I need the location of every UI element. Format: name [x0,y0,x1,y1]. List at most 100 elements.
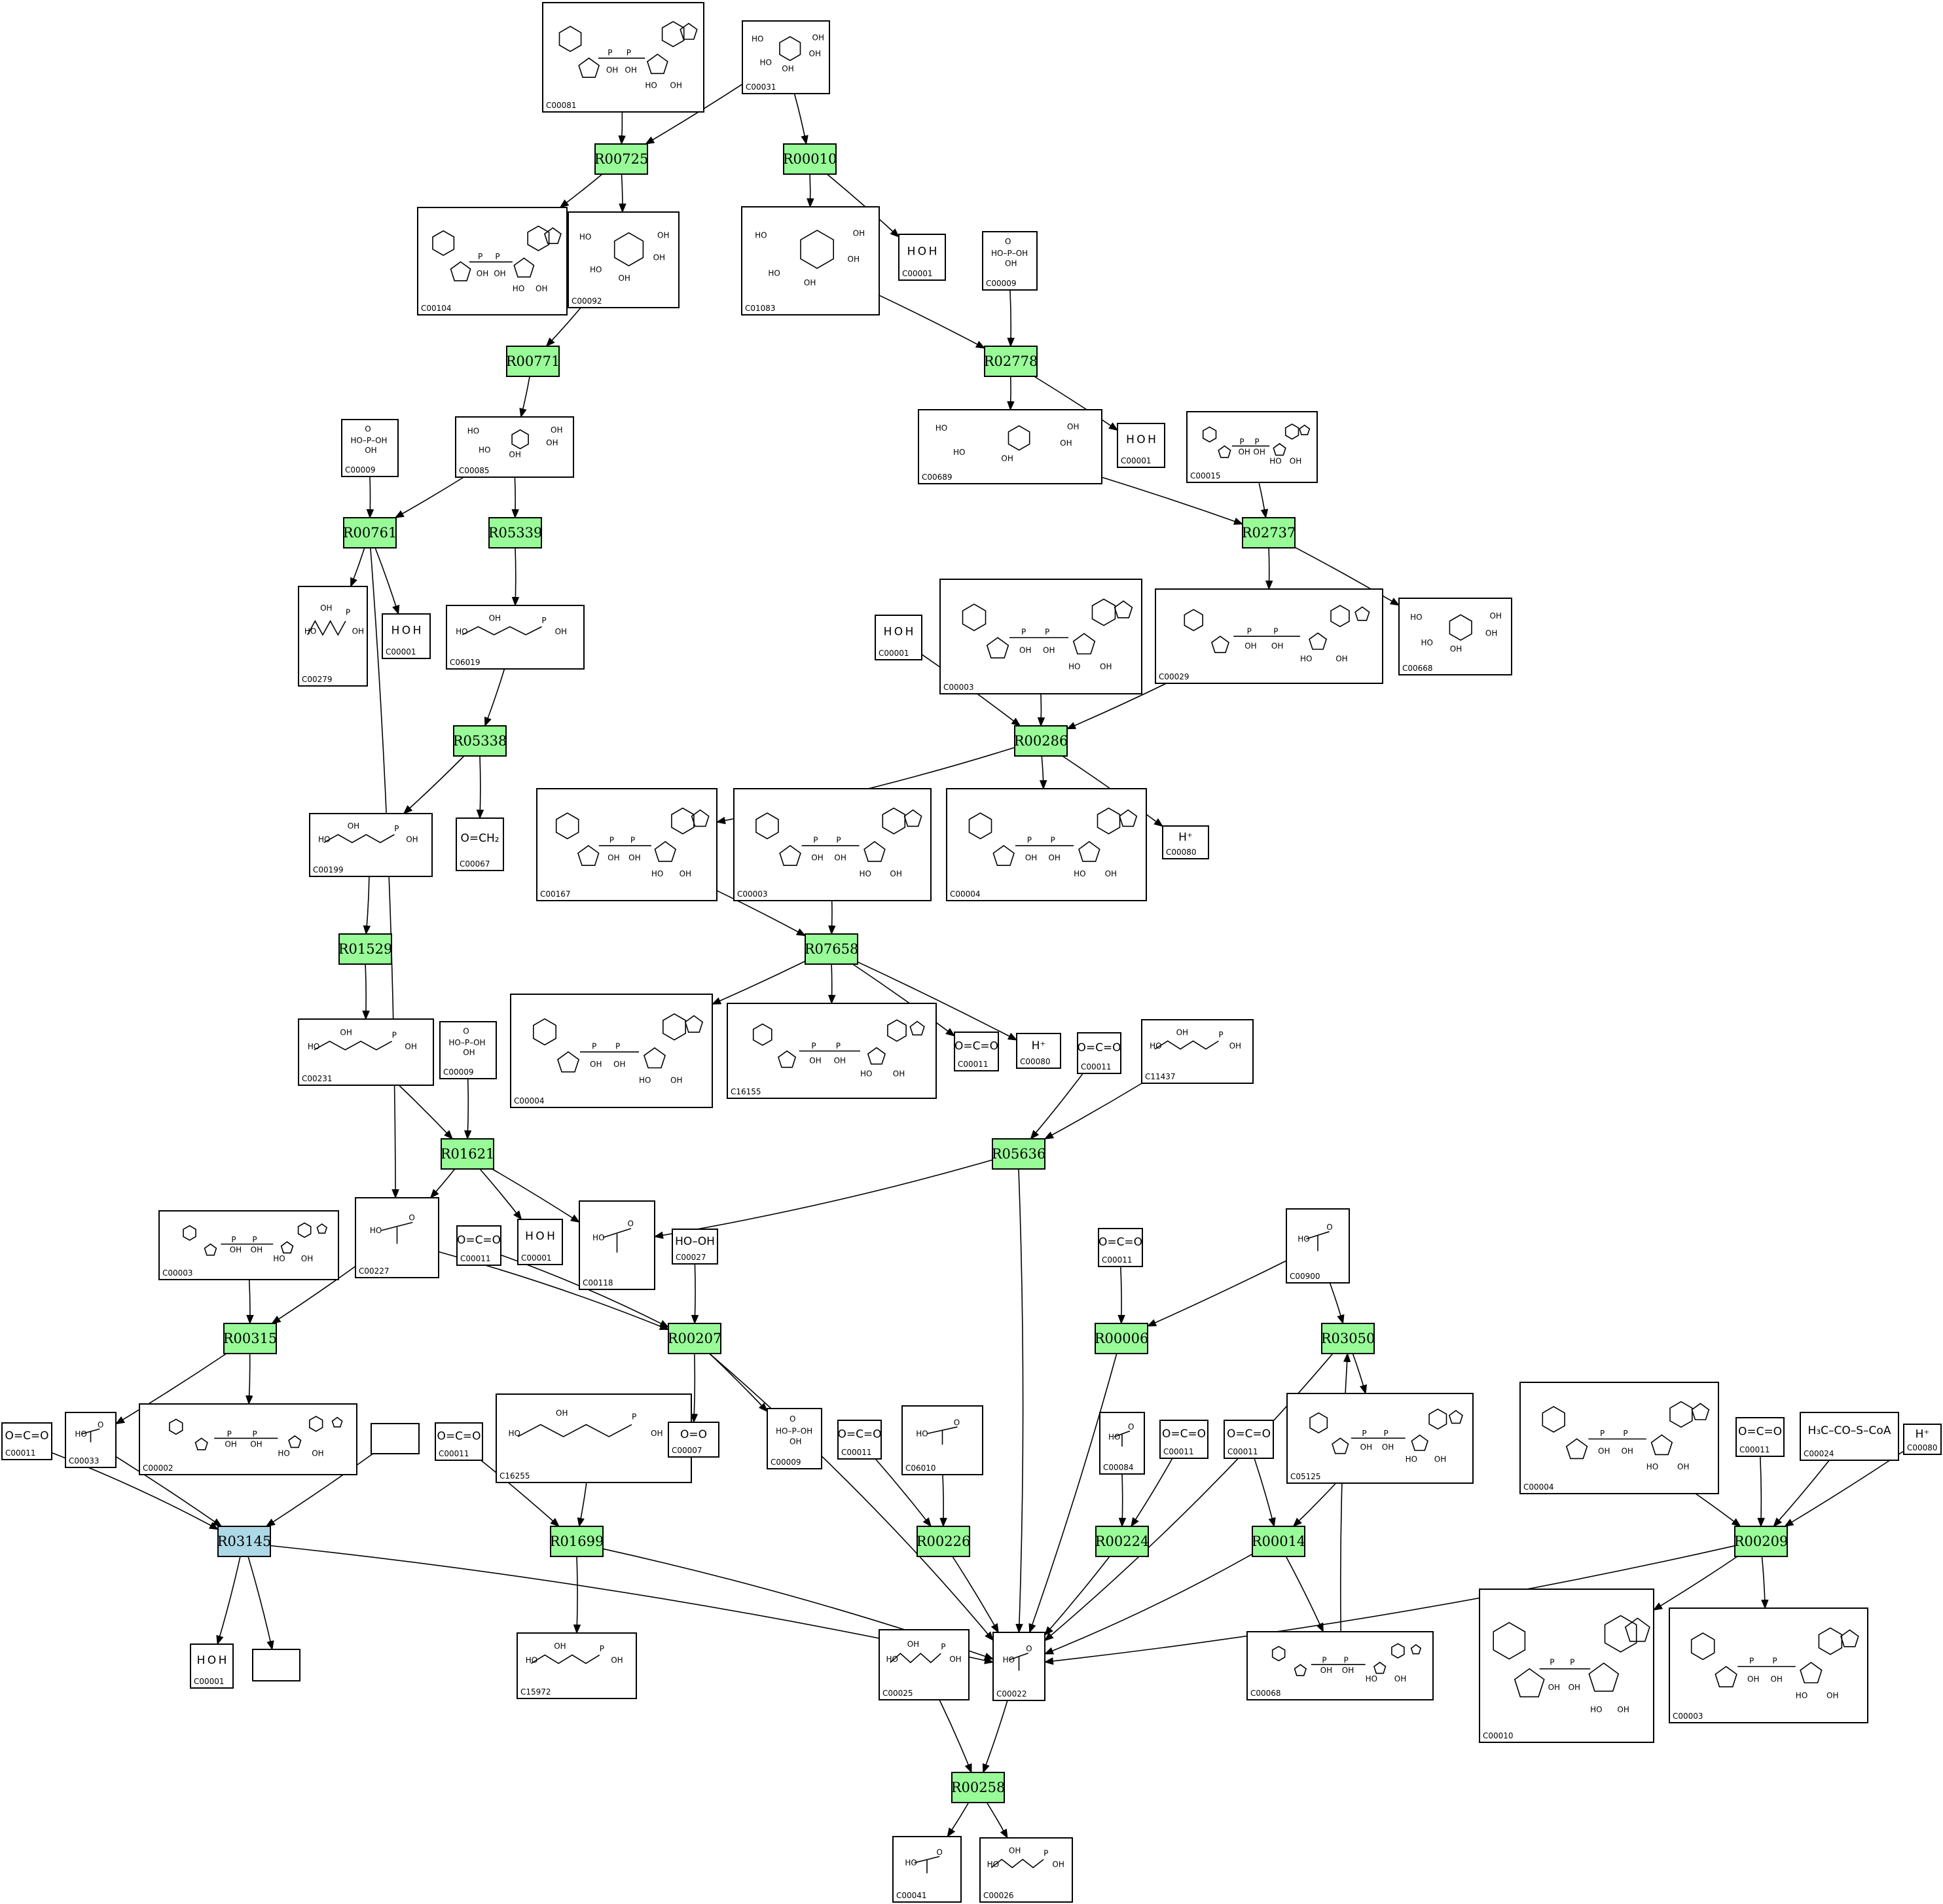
reaction-node[interactable]: R00771 [506,346,560,377]
compound-node[interactable]: H⁺C00080 [1016,1033,1061,1069]
reaction-node[interactable]: R05636 [992,1138,1046,1170]
reaction-node[interactable]: R00209 [1734,1526,1789,1557]
svg-text:OH: OH [477,269,488,278]
compound-node[interactable] [371,1423,420,1454]
reaction-node[interactable]: R02778 [984,346,1038,377]
reaction-node[interactable]: R00006 [1095,1323,1149,1354]
reaction-node[interactable]: R03050 [1321,1323,1375,1354]
compound-box [837,1420,882,1460]
reaction-node[interactable]: R00207 [668,1323,722,1354]
reaction-node[interactable]: R00258 [951,1772,1006,1803]
reaction-node[interactable]: R00224 [1095,1526,1150,1557]
reaction-node[interactable]: R00315 [223,1323,278,1354]
compound-node[interactable]: H⁺C00080 [1162,825,1209,859]
reaction-edge [363,876,371,935]
reaction-node[interactable]: R05339 [488,517,543,548]
reaction-node[interactable]: R02737 [1242,517,1296,548]
reaction-node[interactable]: R01529 [338,933,393,965]
reaction-node[interactable]: R03145 [217,1526,272,1557]
compound-node[interactable] [252,1649,300,1681]
svg-text:HO: HO [645,81,657,90]
reaction-node[interactable]: R05338 [453,725,507,757]
compound-node[interactable]: H⁺C00080 [1903,1424,1942,1455]
reaction-node[interactable]: R00010 [783,143,837,175]
reaction-node[interactable]: R01621 [441,1138,495,1170]
svg-text:HO: HO [639,1076,651,1085]
reaction-node[interactable]: R07658 [805,933,859,965]
reaction-node[interactable]: R01699 [550,1526,604,1557]
reaction-node[interactable]: R00725 [594,143,649,175]
reaction-edge [1118,1473,1127,1528]
compound-box [1519,1382,1719,1494]
reaction-node[interactable]: R00014 [1252,1526,1306,1557]
reaction-node[interactable]: R00761 [343,517,397,548]
reaction-node[interactable]: R00286 [1014,725,1068,757]
reaction-node[interactable]: R00226 [917,1526,971,1557]
